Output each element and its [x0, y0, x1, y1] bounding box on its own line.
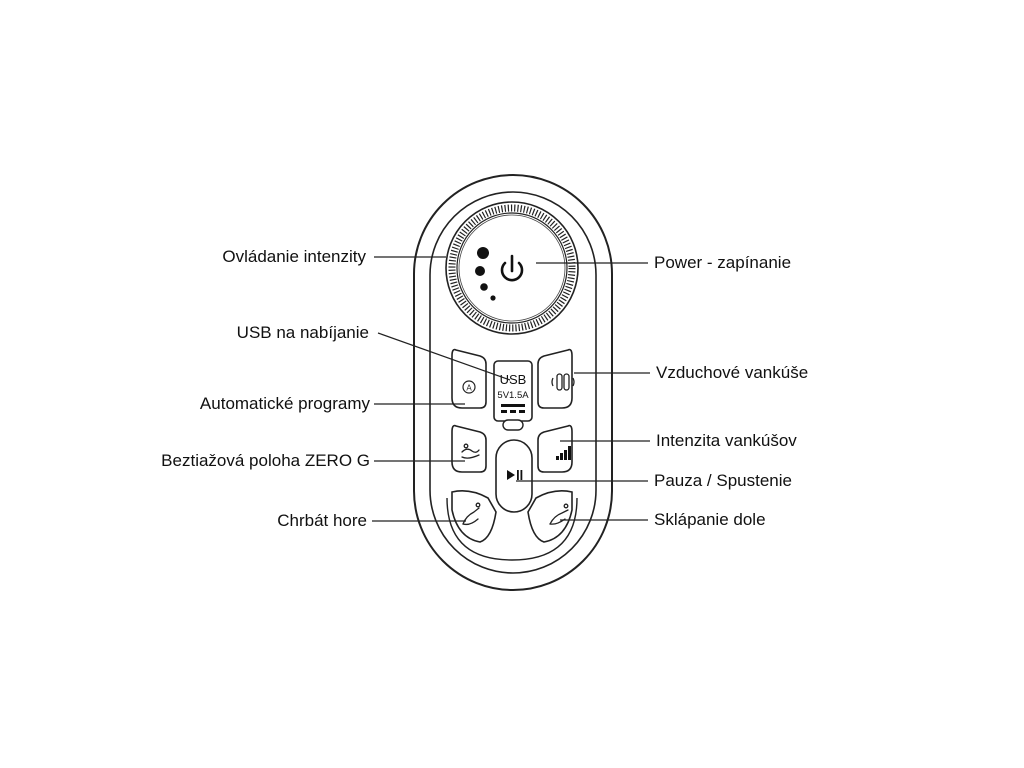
play-pause-button[interactable] [495, 439, 533, 513]
power-icon[interactable] [500, 254, 524, 282]
label-power: Power - zapínanie [654, 253, 792, 272]
signal-bars-icon [556, 446, 571, 460]
play-pause-icon [507, 470, 523, 480]
label-usb-charging: USB na nabíjanie [236, 323, 369, 342]
label-recline-down: Sklápanie dole [654, 510, 766, 529]
label-intensity-control: Ovládanie intenzity [222, 247, 366, 266]
leader-usb [377, 332, 511, 381]
auto-a-icon: A [462, 380, 476, 394]
label-pause-start: Pauza / Spustenie [654, 471, 792, 490]
usb-port-module: USB 5V1.5A [493, 360, 533, 431]
usb-label: USB [500, 372, 527, 387]
label-zero-g: Beztiažová poloha ZERO G [161, 451, 370, 470]
air-cushions-button[interactable] [537, 348, 575, 409]
bottom-button-arc [446, 497, 578, 561]
label-auto-programs: Automatické programy [199, 394, 370, 413]
zero-g-button[interactable] [451, 424, 487, 473]
auto-programs-button[interactable]: A [451, 348, 487, 409]
leader-lines [372, 256, 650, 522]
usb-spec-label: 5V1.5A [497, 390, 529, 401]
intensity-level-dots [475, 247, 496, 301]
air-cushion-icon [551, 373, 575, 391]
label-air-cushions: Vzduchové vankúše [656, 363, 809, 382]
zero-g-icon [461, 443, 480, 459]
recline-down-button[interactable] [527, 490, 573, 543]
back-up-seat-icon [462, 502, 481, 526]
cushion-intensity-button[interactable] [537, 424, 573, 473]
label-cushion-intensity: Intenzita vankúšov [656, 431, 797, 450]
usb-port-slot[interactable] [501, 404, 525, 413]
svg-text:A: A [466, 384, 472, 393]
label-back-up: Chrbát hore [277, 511, 367, 530]
back-up-button[interactable] [451, 490, 497, 543]
